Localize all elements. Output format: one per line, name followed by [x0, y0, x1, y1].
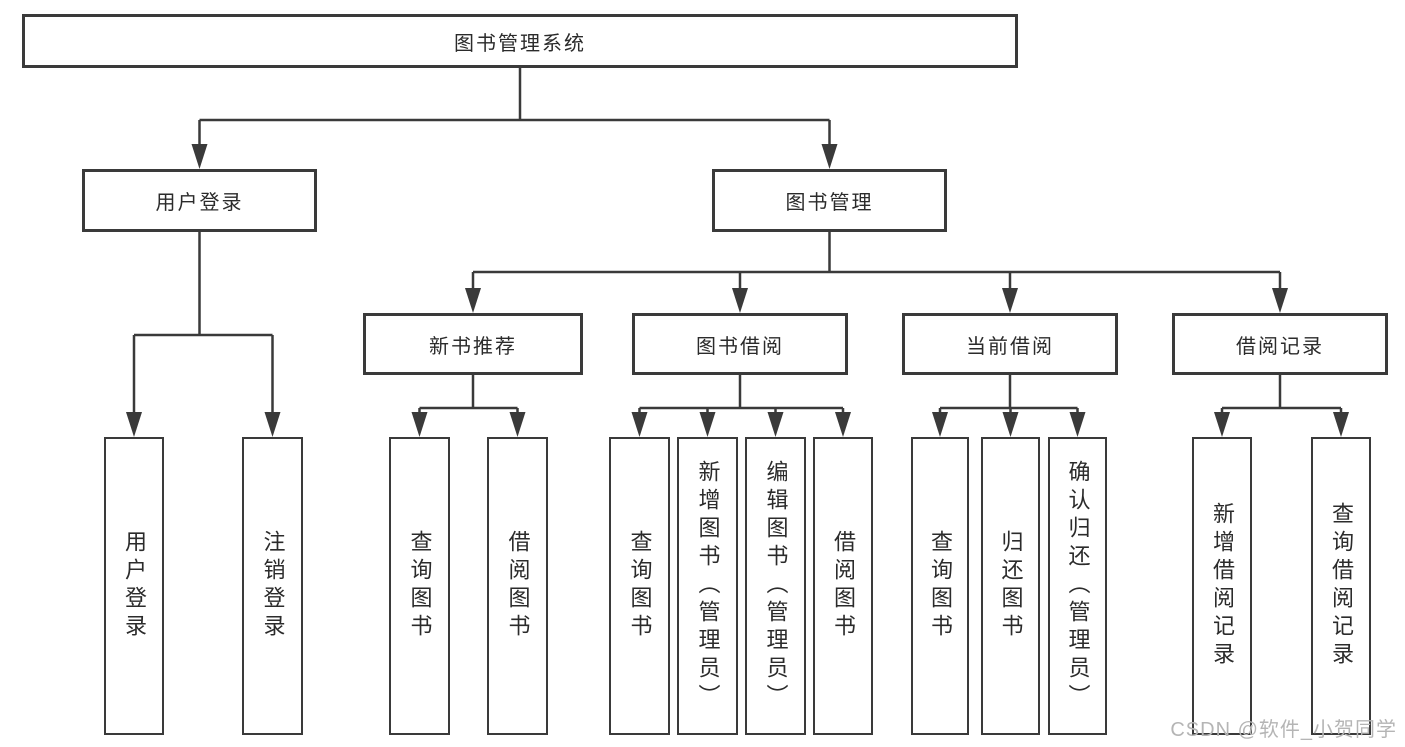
leaf-logout: 注销登录	[242, 437, 303, 735]
leaf-label: 查询图书	[407, 530, 433, 642]
leaf-label: 借阅图书	[505, 530, 531, 642]
node-label: 当前借阅	[966, 335, 1054, 358]
node-new-book-recommendation: 新书推荐	[363, 313, 583, 375]
node-user-login: 用户登录	[82, 169, 317, 232]
leaf-label: 编辑图书（管理员）	[763, 460, 789, 712]
leaf-add-books-admin: 新增图书（管理员）	[677, 437, 738, 735]
node-borrowing-records: 借阅记录	[1172, 313, 1388, 375]
node-label: 新书推荐	[429, 335, 517, 358]
node-book-management: 图书管理	[712, 169, 947, 232]
leaf-user-login: 用户登录	[104, 437, 164, 735]
leaf-confirm-return-admin: 确认归还（管理员）	[1048, 437, 1107, 735]
leaf-label: 确认归还（管理员）	[1065, 460, 1091, 712]
csdn-watermark: CSDN @软件_小贺同学	[1170, 719, 1397, 741]
node-library-management-system: 图书管理系统	[22, 14, 1018, 68]
leaf-label: 新增图书（管理员）	[695, 460, 721, 712]
leaf-borrow-books-recommend: 借阅图书	[487, 437, 548, 735]
leaf-label: 新增借阅记录	[1210, 502, 1235, 670]
leaf-label: 查询图书	[928, 530, 953, 642]
node-label: 图书管理	[785, 192, 874, 214]
leaf-label: 借阅图书	[831, 530, 856, 642]
node-label: 用户登录	[155, 192, 244, 214]
leaf-query-books-recommend: 查询图书	[389, 437, 450, 735]
node-label: 图书借阅	[696, 335, 784, 358]
leaf-query-books-current: 查询图书	[911, 437, 969, 735]
node-label: 图书管理系统	[454, 32, 586, 55]
node-current-borrowing: 当前借阅	[902, 313, 1118, 375]
leaf-label: 查询借阅记录	[1329, 502, 1354, 670]
leaf-label: 归还图书	[998, 530, 1024, 642]
leaf-edit-books-admin: 编辑图书（管理员）	[745, 437, 806, 735]
leaf-label: 注销登录	[260, 530, 286, 642]
leaf-add-borrow-record: 新增借阅记录	[1192, 437, 1252, 735]
leaf-borrow-books: 借阅图书	[813, 437, 873, 735]
node-label: 借阅记录	[1236, 335, 1324, 358]
leaf-query-borrow-record: 查询借阅记录	[1311, 437, 1371, 735]
node-book-borrowing: 图书借阅	[632, 313, 848, 375]
leaf-label: 查询图书	[627, 530, 653, 642]
leaf-label: 用户登录	[122, 530, 147, 642]
leaf-return-books: 归还图书	[981, 437, 1040, 735]
leaf-query-books-borrowing: 查询图书	[609, 437, 670, 735]
